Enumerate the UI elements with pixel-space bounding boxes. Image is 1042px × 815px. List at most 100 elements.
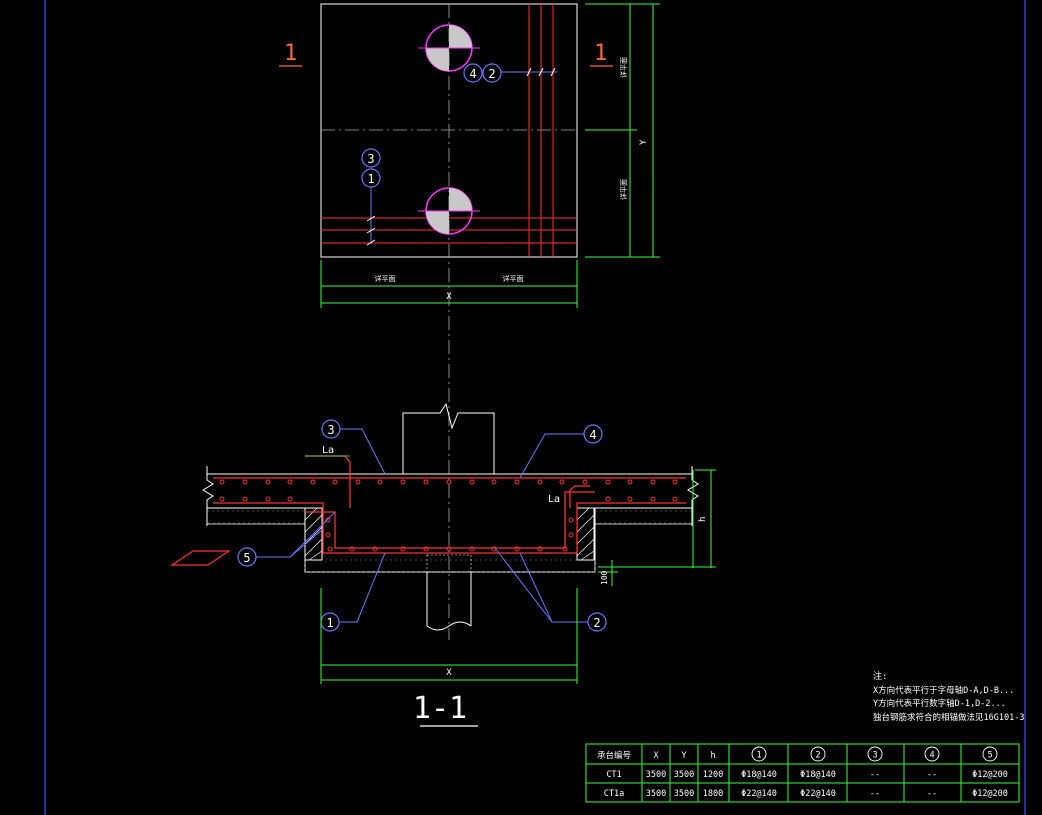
break-left (202, 466, 214, 526)
dim-h-label: h (698, 517, 708, 522)
callout-2-section: 2 (494, 547, 607, 632)
table-head-circle-5 (982, 746, 998, 762)
table-head-circle-3 (867, 746, 883, 762)
table-header-cell: Y (681, 751, 686, 761)
rebar-right-hook (569, 485, 590, 508)
tick-a (526, 67, 532, 77)
dim-y-label: Y (639, 139, 649, 145)
callout-1-section: 1 (320, 552, 386, 632)
table-border (585, 743, 1020, 803)
table-cell: -- (870, 789, 880, 799)
plan-view: 1 1 4 2 3 1 Y 详平面 详平面 X (279, 3, 660, 640)
table-cell: Φ22@140 (741, 789, 777, 799)
tick-d (366, 215, 376, 222)
table-vlines (641, 744, 962, 802)
stirrup-symbol (170, 550, 231, 566)
pile-head (426, 554, 472, 573)
rebar-top-hook-left (305, 455, 351, 508)
callout-5-section: 5 (170, 511, 336, 567)
rebar-dots (219, 479, 678, 552)
table-cell: -- (927, 770, 937, 780)
bottom-note-right: 详平面 (503, 274, 524, 283)
table-cell: 3500 (646, 770, 666, 780)
table-cell: 1200 (703, 770, 723, 780)
notes-line-3: 独台钢筋求符合的相锚做法见16G101-3 (873, 712, 1024, 723)
table-cell: 3500 (674, 770, 694, 780)
pit-outline (304, 508, 596, 573)
table-cell: -- (870, 770, 880, 780)
section-title: 1-1 (413, 691, 467, 726)
notes-line-2: Y方向代表平行数字轴D-1,D-2... (873, 698, 1006, 709)
notes: 注: X方向代表平行于字母轴D-A,D-B... Y方向代表平行数字轴D-1,D… (873, 670, 1024, 723)
bottom-note-left: 详平面 (375, 274, 396, 283)
pile-break (426, 621, 472, 631)
table-cell: Φ18@140 (741, 770, 777, 780)
callout-4-text: 4 (589, 428, 596, 442)
wall-right (576, 507, 595, 561)
plan-pile-bottom (418, 187, 480, 235)
table-header-cell: h (710, 751, 715, 761)
callout-text-4-plan: 4 (469, 67, 476, 81)
schedule-table: 承台编号 X Y h 1 2 3 4 5 CT1 3500 3500 1200 … (585, 743, 1020, 803)
callout-circle-2-plan (482, 63, 502, 83)
section-view: La La 3 4 5 1 2 (170, 402, 716, 727)
section-mark-right: 1 (594, 41, 607, 66)
table-cell: 3500 (674, 789, 694, 799)
dim-x-label-plan: X (446, 292, 452, 302)
table-head-circle-4 (924, 746, 940, 762)
side-note-top: 详平面 (619, 57, 628, 78)
callout-1-text: 1 (326, 616, 333, 630)
callout-3-section: 3 (321, 419, 386, 475)
table-header-cell: X (653, 751, 659, 761)
callout-text-2-plan: 2 (488, 67, 495, 81)
dim-x-label-section: X (446, 668, 452, 678)
table-header-cell: 承台编号 (597, 750, 631, 761)
table-cell: Φ12@200 (972, 770, 1008, 780)
notes-heading: 注: (873, 670, 887, 682)
notes-line-1: X方向代表平行于字母轴D-A,D-B... (873, 685, 1014, 696)
plan-pile-top (418, 24, 480, 72)
dim-cover-label: 100 (600, 570, 609, 585)
table-header-cell: 3 (872, 751, 877, 761)
callout-5-text: 5 (243, 551, 250, 565)
callout-circle-4-plan (463, 63, 483, 83)
callout-text-1-plan: 1 (367, 172, 374, 186)
table-cell: 3500 (646, 789, 666, 799)
table-cell: Φ18@140 (800, 770, 836, 780)
wall-left (304, 507, 323, 561)
callout-circle-3-plan (361, 148, 381, 168)
callout-text-3-plan: 3 (367, 152, 374, 166)
table-cell: Φ22@140 (800, 789, 836, 799)
rebar-bottom-cap (213, 502, 686, 554)
table-head-circle-2 (810, 746, 826, 762)
tick-c (550, 67, 556, 77)
tick-f (366, 239, 376, 246)
table-cell: Φ12@200 (972, 789, 1008, 799)
slab-bedding-left (206, 510, 306, 524)
table-cell: CT1 (606, 770, 621, 780)
table-header-row: 承台编号 X Y h 1 2 3 4 5 (597, 750, 993, 761)
table-cell: 1800 (703, 789, 723, 799)
tick-b (538, 67, 544, 77)
table-cell: -- (927, 789, 937, 799)
la-right: La (548, 494, 560, 505)
section-mark-left: 1 (284, 41, 297, 66)
table-header-cell: 1 (756, 751, 761, 761)
break-right (687, 466, 699, 526)
table-header-cell: 2 (815, 751, 820, 761)
callout-3-text: 3 (327, 423, 334, 437)
callout-2-text: 2 (593, 616, 600, 630)
tick-e (366, 227, 376, 234)
pit-blinding (304, 559, 596, 573)
callout-4-section: 4 (519, 424, 603, 479)
slab-bedding-right (594, 510, 693, 524)
side-note-bottom: 详平面 (619, 179, 628, 200)
la-left: La (322, 445, 334, 456)
table-row: CT1a 3500 3500 1800 Φ22@140 Φ22@140 -- -… (604, 789, 1008, 799)
table-head-circle-1 (751, 746, 767, 762)
table-header-cell: 4 (929, 751, 934, 761)
table-header-cell: 5 (987, 751, 992, 761)
table-row: CT1 3500 3500 1200 Φ18@140 Φ18@140 -- --… (606, 770, 1008, 780)
column-stub (402, 402, 495, 474)
